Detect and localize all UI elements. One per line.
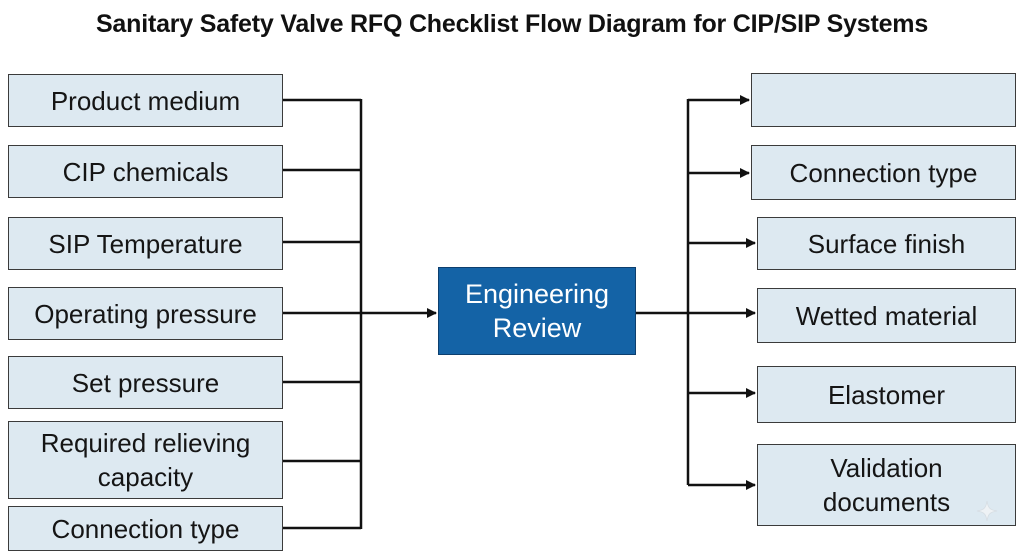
output-label: Connection type: [789, 157, 978, 188]
output-box-connection-type: Connection type: [751, 145, 1016, 200]
center-label-line2: Review: [492, 313, 582, 343]
output-label: Surface finish: [807, 228, 966, 259]
output-label: Validation documents: [822, 453, 951, 517]
output-box-validation-documents: Validation documents: [757, 444, 1016, 526]
input-box-cip-chemicals: CIP chemicals: [8, 145, 283, 198]
input-box-operating-pressure: Operating pressure: [8, 287, 283, 340]
input-label: SIP Temperature: [48, 228, 243, 259]
input-label: Connection type: [51, 513, 240, 544]
output-box-empty: [751, 73, 1016, 127]
output-label: Wetted material: [795, 300, 978, 331]
output-box-surface-finish: Surface finish: [757, 217, 1016, 270]
output-label: Elastomer: [827, 379, 946, 410]
input-label: CIP chemicals: [62, 156, 229, 187]
input-box-set-pressure: Set pressure: [8, 356, 283, 409]
input-label: Required relieving capacity: [40, 428, 251, 492]
input-box-required-relieving-capacity: Required relieving capacity: [8, 421, 283, 499]
input-label: Set pressure: [71, 367, 220, 398]
input-label: Operating pressure: [34, 298, 257, 329]
output-box-elastomer: Elastomer: [757, 366, 1016, 423]
input-box-product-medium: Product medium: [8, 74, 283, 127]
engineering-review-box: Engineering Review: [438, 267, 636, 355]
input-box-connection-type: Connection type: [8, 506, 283, 551]
diagram-title: Sanitary Safety Valve RFQ Checklist Flow…: [95, 10, 929, 38]
input-box-sip-temperature: SIP Temperature: [8, 217, 283, 270]
sparkle-icon: [976, 500, 998, 522]
input-label: Product medium: [50, 85, 241, 116]
output-box-wetted-material: Wetted material: [757, 288, 1016, 343]
center-label-line1: Engineering: [464, 279, 610, 309]
